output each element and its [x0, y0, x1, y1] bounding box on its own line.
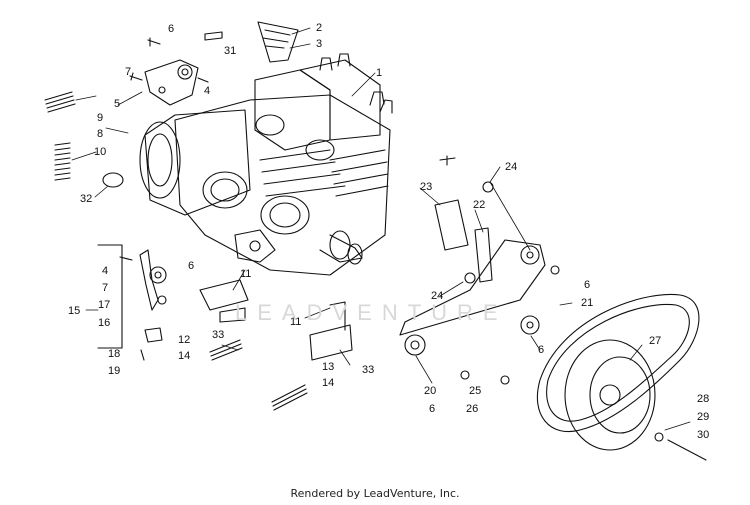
- clutch-bracket: [399, 155, 560, 385]
- callout-6c: 6: [538, 344, 544, 356]
- callout-14a: 14: [178, 350, 190, 362]
- callout-33b: 33: [362, 364, 374, 376]
- leader-lines: [71, 27, 691, 431]
- callout-16: 16: [98, 317, 110, 329]
- callout-29: 29: [697, 411, 709, 423]
- callout-12: 12: [178, 334, 190, 346]
- callout-11b: 11: [290, 316, 301, 328]
- callout-6b: 6: [584, 279, 590, 291]
- callout-6a: 6: [168, 23, 174, 35]
- callout-7a: 7: [125, 66, 131, 78]
- callout-19: 19: [108, 365, 120, 377]
- callout-13: 13: [322, 361, 334, 373]
- engine-assembly: [139, 53, 393, 276]
- callout-11a: 11: [240, 268, 251, 280]
- callout-31: 31: [224, 45, 236, 57]
- watermark: LEADVENTURE: [235, 300, 508, 325]
- left-mount-bracket: [97, 244, 167, 361]
- callout-14b: 14: [322, 377, 334, 389]
- callout-23: 23: [420, 181, 432, 193]
- callout-4a: 4: [204, 85, 210, 97]
- engine-mount-top: [129, 21, 299, 106]
- drive-belt-and-clutch: [536, 293, 707, 461]
- callout-24b: 24: [431, 290, 443, 302]
- callout-2: 2: [316, 22, 322, 34]
- callout-22: 22: [473, 199, 485, 211]
- callout-27: 27: [649, 335, 661, 347]
- callout-26: 26: [466, 403, 478, 415]
- callout-6d: 6: [429, 403, 435, 415]
- springs: [44, 91, 308, 411]
- callout-25: 25: [469, 385, 481, 397]
- callouts: 1 2 3 31 6 7 5 4 9 8 10 32 23 24 22 24 6…: [68, 22, 709, 441]
- callout-1: 1: [376, 67, 382, 79]
- callout-10: 10: [94, 146, 106, 158]
- callout-5: 5: [114, 98, 120, 110]
- callout-7b: 7: [102, 282, 108, 294]
- callout-32: 32: [80, 193, 92, 205]
- callout-17: 17: [98, 299, 110, 311]
- callout-15: 15: [68, 305, 80, 317]
- lower-mounts: [199, 279, 353, 361]
- callout-4b: 4: [102, 265, 108, 277]
- callout-3: 3: [316, 38, 322, 50]
- footer-credit: Rendered by LeadVenture, Inc.: [290, 487, 460, 500]
- callout-24a: 24: [505, 161, 517, 173]
- callout-21: 21: [581, 297, 593, 309]
- callout-33a: 33: [212, 329, 224, 341]
- callout-6e: 6: [188, 260, 194, 272]
- callout-18: 18: [108, 348, 120, 360]
- callout-20: 20: [424, 385, 436, 397]
- callout-30: 30: [697, 429, 709, 441]
- callout-9: 9: [97, 112, 103, 124]
- callout-28: 28: [697, 393, 709, 405]
- callout-8: 8: [97, 128, 103, 140]
